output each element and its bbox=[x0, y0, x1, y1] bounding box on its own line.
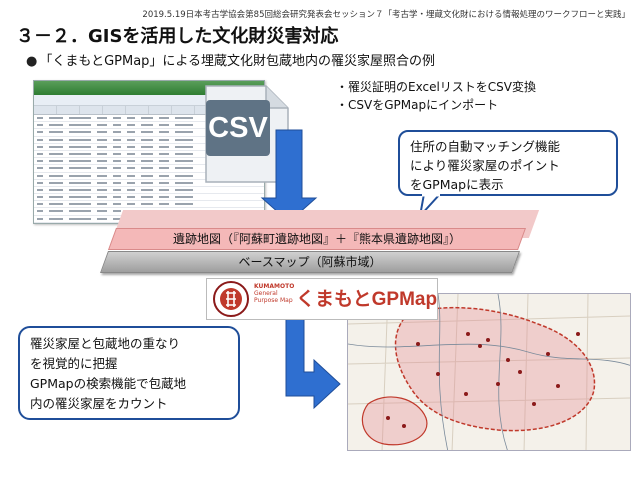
excel-row bbox=[34, 137, 264, 144]
site-map-layer-label: 遺跡地図（『阿蘇町遺跡地図』＋『熊本県遺跡地図』） bbox=[172, 232, 461, 246]
logo-title: くまもとGPMap bbox=[296, 289, 438, 310]
bullet-icon: ● bbox=[26, 54, 38, 69]
excel-row bbox=[34, 180, 264, 187]
slide-title: ３－２．GISを活用した文化財災害対応 bbox=[16, 26, 339, 47]
logo-subtext-line: Purpose Map bbox=[254, 297, 293, 304]
logo-subtext: KUMAMOTO General Purpose Map bbox=[254, 283, 294, 304]
callout-line: 住所の自動マッチング機能 bbox=[410, 139, 561, 154]
excel-row bbox=[34, 201, 264, 209]
callout-line: 罹災家屋と包蔵地の重なり bbox=[30, 336, 181, 351]
callout-line: により罹災家屋のポイント bbox=[410, 158, 560, 173]
excel-row bbox=[34, 115, 264, 123]
callout-line: を視覚的に把握 bbox=[30, 356, 118, 371]
excel-row bbox=[34, 129, 264, 137]
arrow-right-icon bbox=[285, 317, 341, 410]
excel-toolbar bbox=[34, 95, 264, 106]
slide-subtitle: ●「くまもとGPMap」による埋蔵文化財包蔵地内の罹災家屋照合の例 bbox=[26, 50, 435, 69]
gpmap-screenshot bbox=[347, 293, 631, 451]
excel-row bbox=[34, 173, 264, 180]
kumamoto-seal-icon bbox=[213, 281, 249, 317]
callout-auto-matching: 住所の自動マッチング機能 により罹災家屋のポイント をGPMapに表示 bbox=[398, 130, 618, 196]
steps-list: ・罹災証明のExcelリストをCSV変換 ・CSVをGPMapにインポート bbox=[336, 78, 536, 114]
arrow-down-icon bbox=[260, 129, 318, 223]
step-item: ・CSVをGPMapにインポート bbox=[336, 98, 499, 112]
callout-overlay-count: 罹災家屋と包蔵地の重なり を視覚的に把握 GPMapの検索機能で包蔵地 内の罹災… bbox=[18, 326, 240, 420]
excel-row bbox=[34, 144, 264, 151]
base-map-layer-label: ベースマップ（阿蘇市域） bbox=[238, 255, 382, 269]
header-note: 2019.5.19日本考古学協会第85回総会研究発表会セッション７「考古学・埋蔵… bbox=[142, 10, 630, 20]
csv-badge: CSV bbox=[206, 100, 270, 156]
excel-row bbox=[34, 187, 264, 195]
logo-subtext-line: General bbox=[254, 290, 278, 297]
logo-subtext-line: KUMAMOTO bbox=[254, 283, 295, 290]
subtitle-text: 「くまもとGPMap」による埋蔵文化財包蔵地内の罹災家屋照合の例 bbox=[39, 54, 436, 69]
gpmap-view bbox=[348, 294, 630, 450]
excel-row bbox=[34, 158, 264, 166]
excel-row bbox=[34, 122, 264, 130]
callout-line: をGPMapに表示 bbox=[410, 177, 504, 192]
excel-row bbox=[34, 194, 264, 202]
excel-row bbox=[34, 165, 264, 173]
callout-line: GPMapの検索機能で包蔵地 bbox=[30, 376, 187, 391]
excel-row bbox=[34, 151, 264, 159]
step-item: ・罹災証明のExcelリストをCSV変換 bbox=[336, 80, 536, 94]
callout-line: 内の罹災家屋をカウント bbox=[30, 396, 168, 411]
